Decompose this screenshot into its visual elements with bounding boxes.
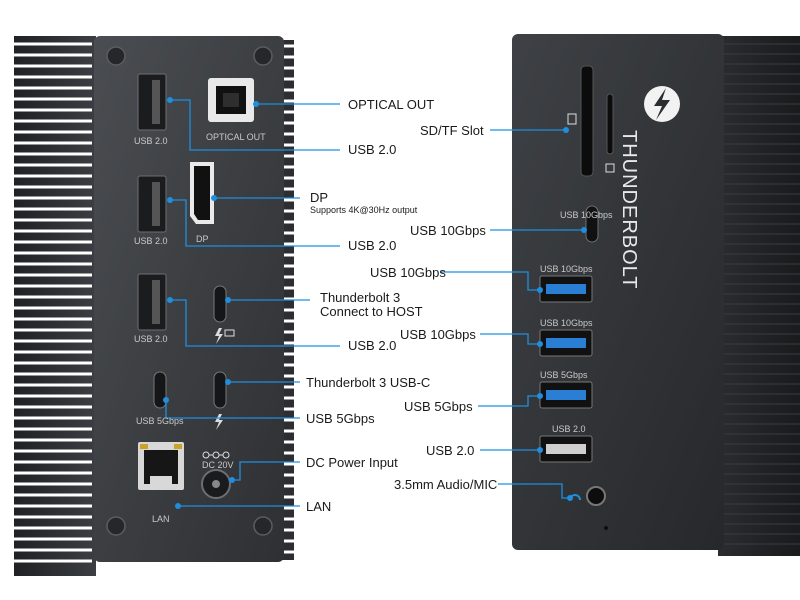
left-dock-back-panel — [14, 36, 340, 576]
cooling-fins-side — [720, 43, 800, 545]
tf-card-icon — [605, 163, 615, 173]
mic-hole — [604, 526, 608, 530]
port-label-optical: OPTICAL OUT — [206, 132, 266, 142]
port-label-usb20: USB 2.0 — [134, 334, 168, 344]
screw-icon — [106, 46, 273, 536]
cooling-fins-right — [282, 44, 296, 554]
sd-card-slot — [580, 65, 594, 177]
usb-a-port — [137, 273, 167, 331]
port-label-lan: LAN — [152, 514, 170, 524]
brand-wordmark: THUNDERBOLT — [618, 130, 640, 290]
callout-usb20: USB 2.0 — [348, 338, 397, 353]
usb-a-port — [539, 329, 593, 357]
dc-power-jack — [201, 469, 231, 499]
port-label-usb5: USB 5Gbps — [136, 416, 184, 426]
callout-usb20: USB 2.0 — [348, 238, 397, 253]
port-label-usb10-c: USB 10Gbps — [560, 210, 613, 220]
callout-usb20: USB 2.0 — [426, 443, 475, 458]
callout-dots-right — [537, 127, 587, 501]
callout-audio-mic: 3.5mm Audio/MIC — [394, 477, 498, 492]
callout-tb3-host-note: Connect to HOST — [320, 304, 423, 319]
callout-usb5: USB 5Gbps — [404, 399, 473, 414]
usb-a-port — [539, 381, 593, 409]
usb-a-port — [539, 435, 593, 463]
usb-c-port — [213, 285, 227, 323]
displayport-port — [190, 162, 214, 224]
cooling-fins-left — [14, 42, 92, 563]
right-dock-front-panel — [440, 34, 800, 556]
port-label-usb10: USB 10Gbps — [540, 318, 593, 328]
usb-c-port — [213, 371, 227, 409]
dc-polarity-icon — [202, 451, 230, 459]
port-label-usb20: USB 2.0 — [552, 424, 586, 434]
callout-dc-power: DC Power Input — [306, 455, 398, 470]
thunderbolt-logo-icon — [644, 86, 680, 122]
callout-usb10: USB 10Gbps — [370, 265, 446, 280]
port-label-usb20: USB 2.0 — [134, 136, 168, 146]
callout-usb5: USB 5Gbps — [306, 411, 375, 426]
callout-sd-tf: SD/TF Slot — [420, 123, 484, 138]
usb-c-port — [153, 371, 167, 409]
callout-tb3-host: Thunderbolt 3 — [320, 290, 401, 305]
port-label-usb10: USB 10Gbps — [540, 264, 593, 274]
audio-jack — [586, 486, 606, 506]
thunderbolt-icon — [215, 328, 223, 344]
ethernet-port — [138, 442, 184, 490]
port-label-usb5: USB 5Gbps — [540, 370, 588, 380]
usb-a-port — [137, 73, 167, 131]
callout-lan: LAN — [306, 499, 332, 514]
callout-usb10-c: USB 10Gbps — [410, 223, 486, 238]
optical-port — [208, 78, 254, 122]
usb-a-port — [137, 175, 167, 233]
callout-dp-note: Supports 4K@30Hz output — [310, 205, 418, 215]
callout-optical-out: OPTICAL OUT — [348, 97, 435, 112]
port-label-usb20: USB 2.0 — [134, 236, 168, 246]
port-label-dc: DC 20V — [202, 460, 234, 470]
usb-a-port — [539, 275, 593, 303]
port-label-dp: DP — [196, 234, 209, 244]
callout-dots-left — [163, 97, 259, 509]
callout-lines-right — [440, 129, 584, 499]
sd-card-icon — [567, 113, 577, 125]
callout-tb3-usbc: Thunderbolt 3 USB-C — [306, 375, 431, 390]
callout-lines-left — [165, 99, 340, 507]
laptop-icon — [224, 329, 235, 337]
callout-usb20: USB 2.0 — [348, 142, 397, 157]
usb-c-port — [585, 205, 599, 243]
callout-dp: DP — [310, 190, 329, 205]
callout-usb10: USB 10Gbps — [400, 327, 476, 342]
tf-card-slot — [606, 93, 614, 155]
